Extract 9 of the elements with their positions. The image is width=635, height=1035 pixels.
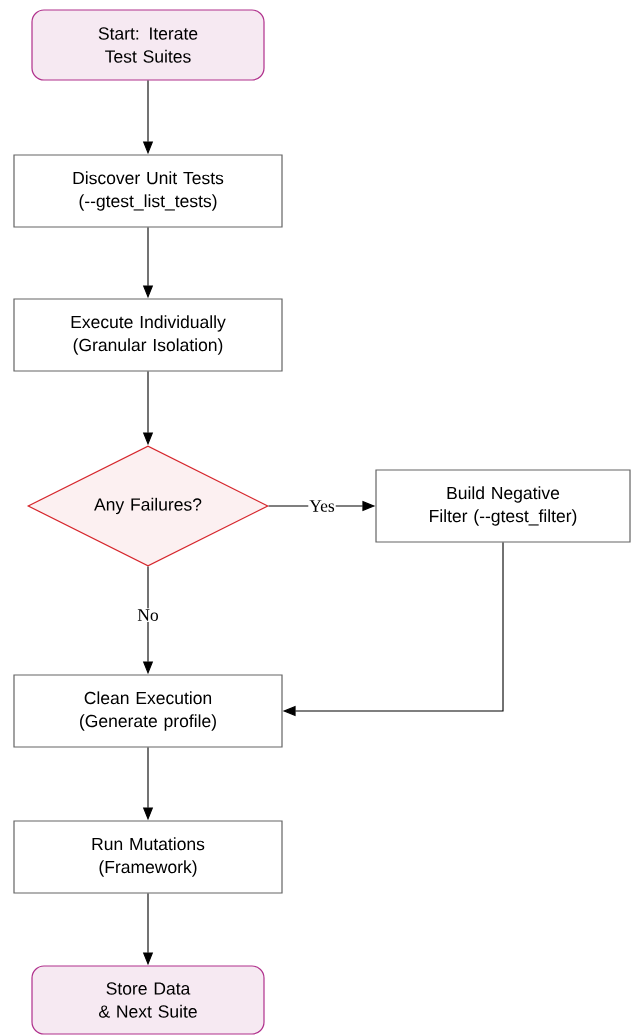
terminal-box: Start: Iterate Test Suites [31,9,265,81]
process-box: Build Negative Filter (--gtest_filter) [375,469,631,543]
process-box: Clean Execution (Generate profile) [13,674,283,748]
process-box: Execute Individually (Granular Isolation) [13,298,283,372]
terminal-box: Store Data & Next Suite [31,965,265,1035]
process-box: Run Mutations (Framework) [13,820,283,894]
process-box: Discover Unit Tests (--gtest_list_tests) [13,154,283,228]
edge-label: No [136,608,160,622]
edge-label: Yes [308,499,336,513]
